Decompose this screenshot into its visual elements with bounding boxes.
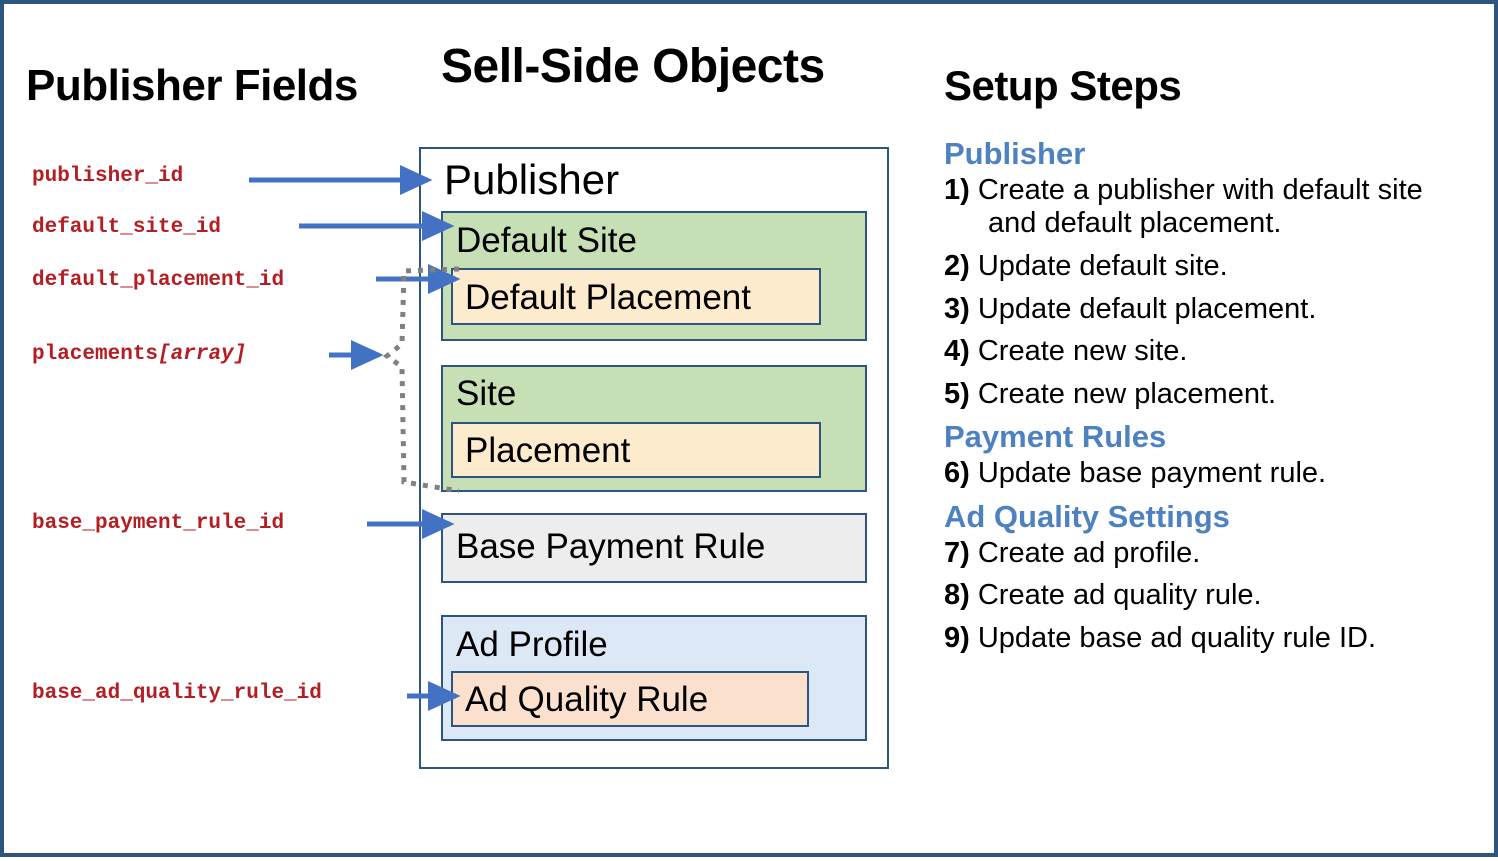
setup-group-heading-payment-rules: Payment Rules [944,419,1167,455]
setup-steps-list: Publisher 1) Create a publisher with def… [944,136,1474,664]
base-payment-rule-box: Base Payment Rule [441,513,867,583]
site-label: Site [456,374,517,413]
default-placement-box: Default Placement [451,268,821,325]
setup-step-2: 2) Update default site. [944,250,1474,284]
setup-step-9: 9) Update base ad quality rule ID. [944,622,1474,656]
step-number: 7) [944,536,970,569]
field-label-base-payment-rule-id: base_payment_rule_id [32,513,284,534]
setup-step-3: 3) Update default placement. [944,293,1474,327]
field-name: placements [32,343,159,366]
step-text: Create new site. [977,335,1188,368]
ad-profile-label: Ad Profile [456,625,608,664]
step-text: Create ad quality rule. [977,579,1262,612]
placement-box: Placement [451,422,821,478]
step-text: Create a publisher with default site and… [977,173,1423,240]
setup-step-5: 5) Create new placement. [944,378,1474,412]
field-label-default-site-id: default_site_id [32,217,221,238]
field-name: default_site_id [32,216,222,239]
setup-step-7: 7) Create ad profile. [944,537,1474,571]
default-placement-label: Default Placement [465,278,751,317]
field-name: base_payment_rule_id [32,512,285,535]
field-name: base_ad_quality_rule_id [32,682,322,705]
setup-step-6: 6) Update base payment rule. [944,457,1474,491]
field-label-publisher-id: publisher_id [32,166,183,187]
step-text: Update default placement. [977,292,1317,325]
step-text: Update base ad quality rule ID. [977,621,1377,654]
field-name: default_placement_id [32,269,285,292]
default-site-label: Default Site [456,221,637,260]
step-number: 5) [944,377,970,410]
setup-step-8: 8) Create ad quality rule. [944,579,1474,613]
default-site-box: Default Site Default Placement [441,211,867,341]
field-name: publisher_id [32,165,184,188]
base-payment-rule-label: Base Payment Rule [456,527,766,566]
step-text: Update default site. [977,249,1228,282]
step-number: 9) [944,621,970,654]
field-array-suffix: [array] [158,343,247,366]
ad-quality-rule-box: Ad Quality Rule [451,671,809,727]
setup-steps-title: Setup Steps [944,62,1182,109]
step-number: 6) [944,457,970,490]
step-number: 2) [944,249,970,282]
step-number: 4) [944,335,970,368]
setup-step-1: 1) Create a publisher with default site … [944,174,1474,241]
site-box: Site Placement [441,365,867,492]
setup-group-heading-publisher: Publisher [944,136,1086,171]
field-label-default-placement-id: default_placement_id [32,270,284,291]
sell-side-objects-title: Sell-Side Objects [441,40,825,93]
ad-quality-rule-label: Ad Quality Rule [465,680,709,719]
step-text: Create new placement. [977,377,1277,410]
step-number: 3) [944,292,970,325]
setup-group-heading-ad-quality-settings: Ad Quality Settings [944,498,1230,534]
step-number: 8) [944,579,970,612]
setup-step-4: 4) Create new site. [944,335,1474,369]
publisher-fields-title: Publisher Fields [26,61,358,110]
publisher-object-label: Publisher [444,156,620,203]
ad-profile-box: Ad Profile Ad Quality Rule [441,615,867,741]
placement-label: Placement [465,431,631,470]
step-text: Create ad profile. [977,536,1201,569]
field-label-placements: placements[array] [32,344,246,365]
field-label-base-ad-quality-rule-id: base_ad_quality_rule_id [32,683,322,704]
step-number: 1) [944,173,970,206]
step-text: Update base payment rule. [977,457,1327,490]
